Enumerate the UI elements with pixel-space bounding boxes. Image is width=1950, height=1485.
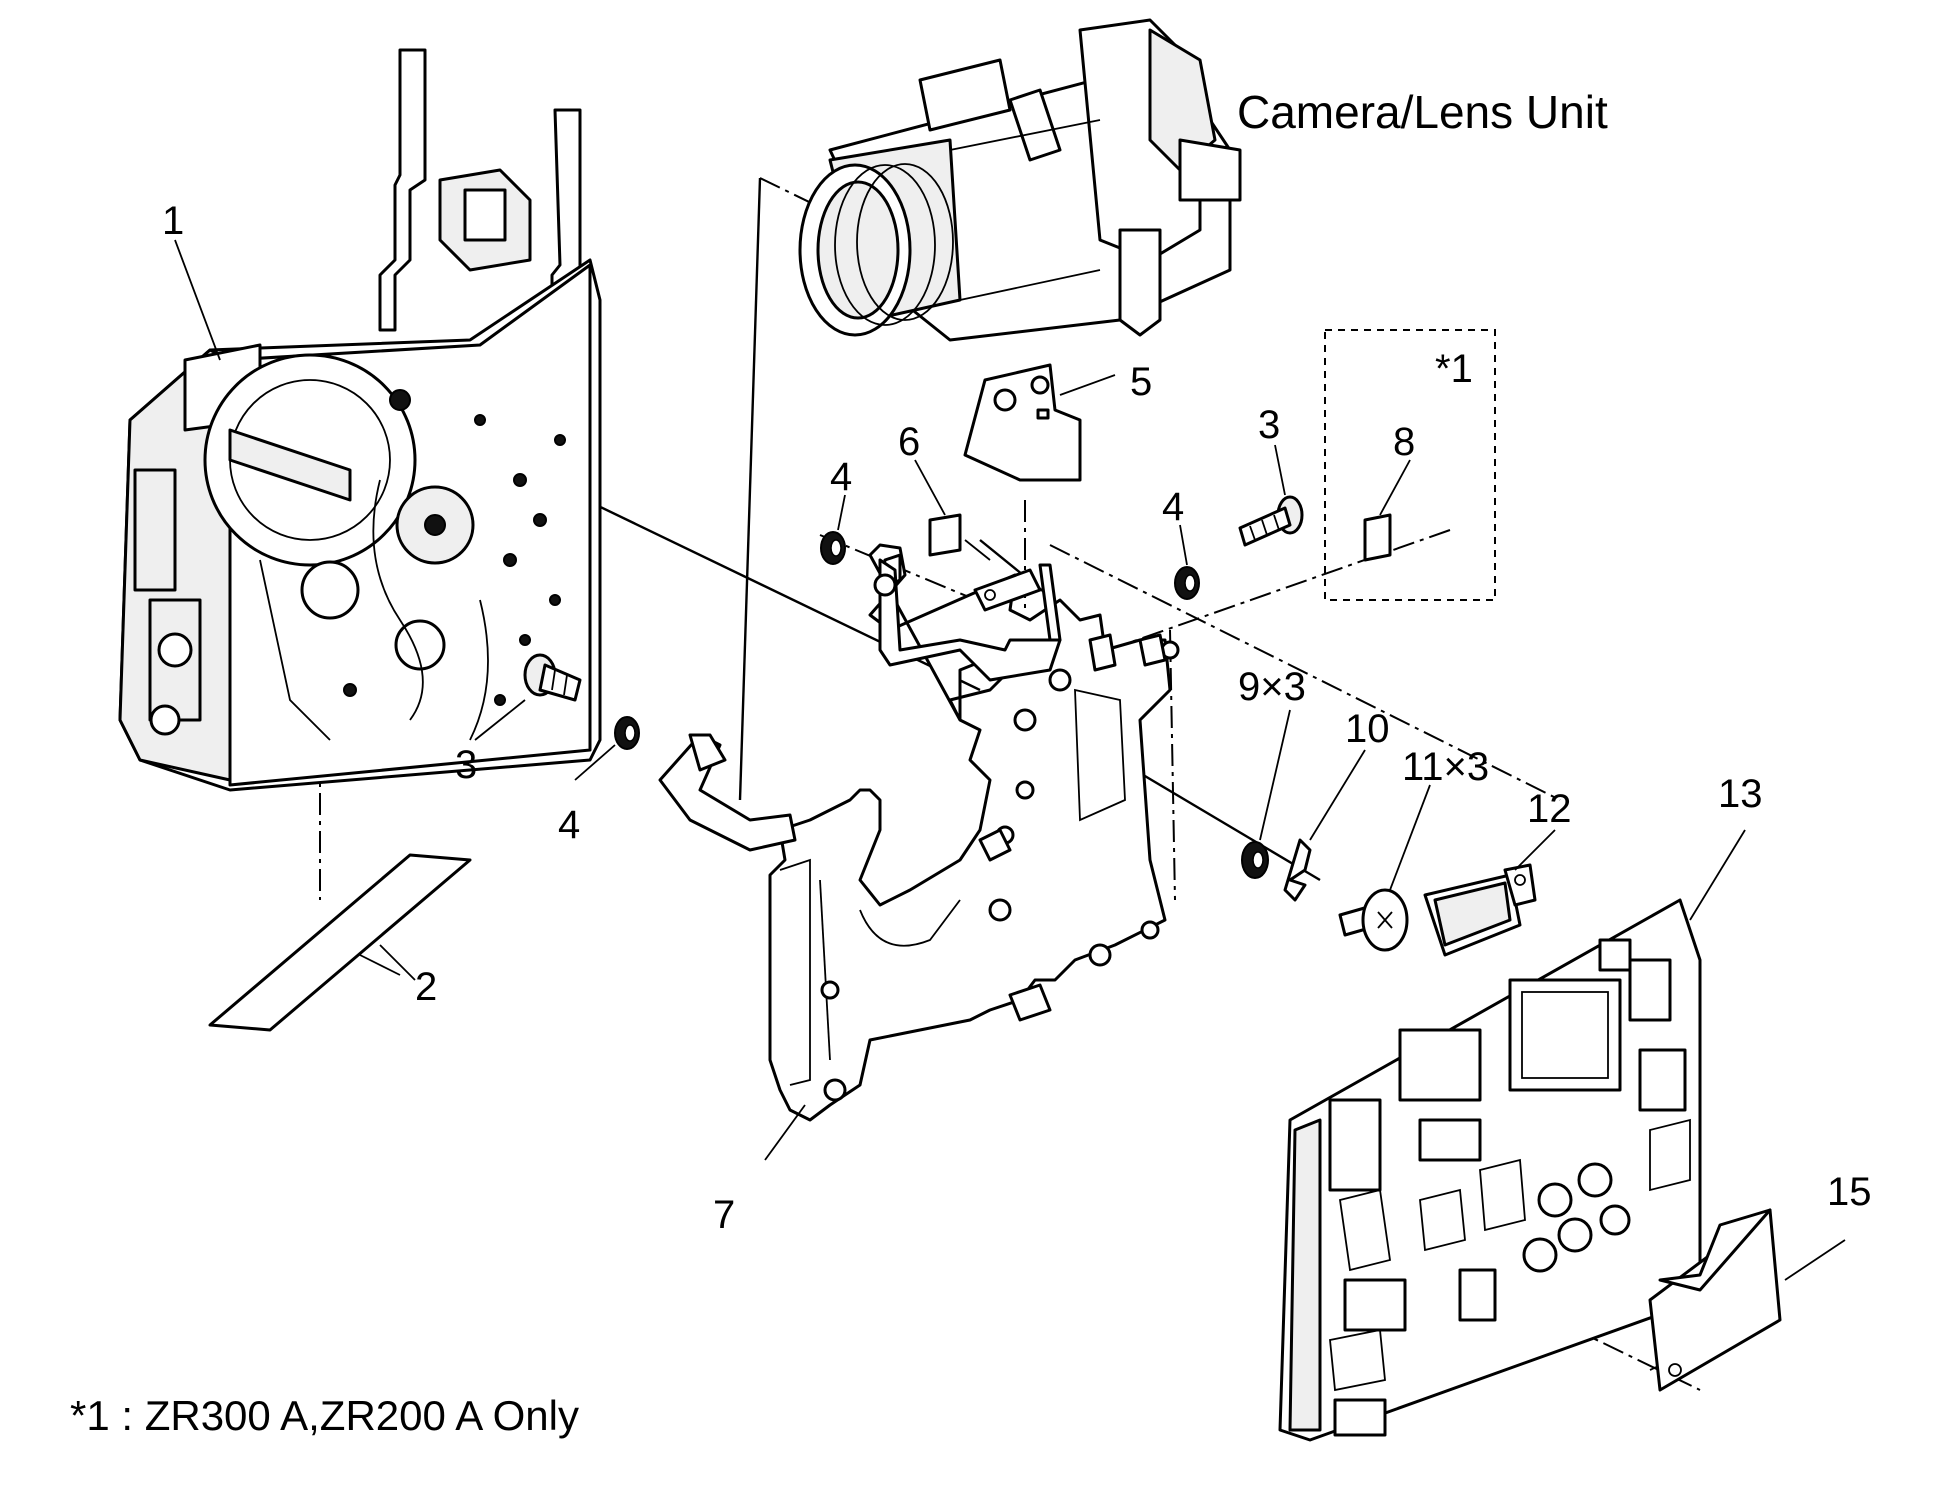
- callout-2: 2: [415, 965, 437, 1009]
- sheet-part-2: [208, 853, 472, 1032]
- callout-10: 10: [1345, 707, 1390, 751]
- callout-3-lower: 3: [455, 743, 477, 787]
- option-group-label: *1: [1435, 347, 1473, 391]
- callout-15: 15: [1827, 1170, 1872, 1214]
- label-part-8: [1363, 513, 1392, 562]
- callout-5: 5: [1130, 360, 1152, 404]
- screw-part-11: [1338, 888, 1409, 952]
- screw-part-3-lower: [523, 653, 582, 702]
- screw-part-3-upper: [1238, 495, 1304, 547]
- washer-part-4-upper-right: [1174, 566, 1200, 600]
- circuit-board-part-13: [1278, 898, 1702, 1442]
- callout-13: 13: [1718, 772, 1763, 816]
- callout-4-upper-left: 4: [830, 455, 852, 499]
- callout-6: 6: [898, 420, 920, 464]
- washer-part-9: [1241, 841, 1269, 879]
- callout-7: 7: [713, 1193, 735, 1237]
- washer-part-4-upper-left: [820, 531, 846, 565]
- callout-4-lower: 4: [558, 803, 580, 847]
- sheet-part-15: [1648, 1208, 1782, 1392]
- mechanism-deck-part-1: [118, 48, 602, 792]
- chassis-frame: [658, 543, 1180, 1122]
- callout-4-upper-right: 4: [1162, 485, 1184, 529]
- callout-11: 11×3: [1402, 745, 1489, 789]
- callout-3-upper: 3: [1258, 403, 1280, 447]
- spring-part-10: [1283, 838, 1312, 902]
- washer-part-4-lower: [614, 716, 640, 750]
- shield-part-12: [1423, 863, 1537, 957]
- camera-lens-unit-title: Camera/Lens Unit: [1237, 86, 1608, 138]
- camera-lens-unit: [798, 18, 1242, 342]
- label-part-6: [928, 513, 991, 561]
- callout-1: 1: [162, 199, 184, 243]
- footnote: *1 : ZR300 A,ZR200 A Only: [70, 1392, 579, 1439]
- callout-8: 8: [1393, 420, 1415, 464]
- callout-12: 12: [1527, 787, 1572, 831]
- bracket-part-5: [963, 363, 1082, 482]
- leader-lines: [174, 239, 1846, 1281]
- callout-9: 9×3: [1238, 665, 1306, 709]
- option-group-box: [1324, 329, 1496, 601]
